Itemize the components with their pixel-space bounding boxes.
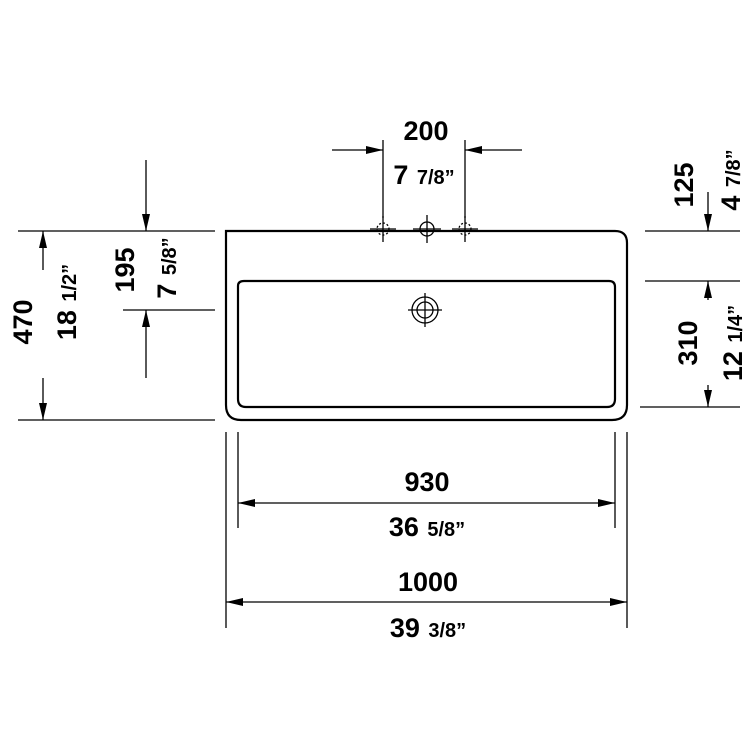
depth-mm: 470 (8, 299, 38, 344)
top-offset-in-frac: 7/8” (723, 149, 745, 187)
overall-width-in-whole: 39 (390, 613, 420, 643)
overall-width-mm: 1000 (398, 567, 458, 597)
svg-text:7 7/8”: 7 7/8” (393, 160, 454, 190)
dimension-overall-depth: 470 18 1/2” (8, 230, 215, 421)
tap-spacing-in-whole: 7 (393, 160, 408, 190)
overall-width-in-frac: 3/8” (428, 620, 466, 642)
depth-in-whole: 18 (52, 310, 82, 340)
tap-spacing-in-frac: 7/8” (417, 167, 455, 189)
dimension-drain-offset: 195 7 5/8” (110, 160, 215, 378)
svg-text:39 3/8”: 39 3/8” (390, 613, 466, 643)
top-offset-in-whole: 4 (716, 196, 746, 211)
dimension-top-offset: 125 4 7/8” (645, 149, 746, 232)
svg-text:36 5/8”: 36 5/8” (389, 512, 465, 542)
drain-icon (408, 293, 442, 327)
dimension-tap-spacing: 200 7 7/8” (332, 116, 522, 218)
drain-offset-mm: 195 (110, 247, 140, 292)
tap-holes (370, 215, 478, 243)
svg-text:7 5/8”: 7 5/8” (152, 237, 182, 298)
bowl-depth-in-frac: 1/4” (725, 305, 747, 343)
dimension-bowl-width: 930 36 5/8” (237, 432, 616, 542)
dimension-overall-width: 1000 39 3/8” (225, 432, 628, 643)
bowl-width-in-whole: 36 (389, 512, 419, 542)
top-offset-mm: 125 (669, 162, 699, 207)
bowl-inner-edge (236, 279, 617, 409)
tap-hole-center-icon (413, 215, 441, 243)
tap-hole-left-icon (370, 216, 396, 242)
bowl-depth-mm: 310 (673, 320, 703, 365)
bowl-width-mm: 930 (404, 467, 449, 497)
bowl-depth-in-whole: 12 (718, 351, 748, 381)
washbasin-outline (224, 229, 629, 422)
drain-offset-in-frac: 5/8” (159, 237, 181, 275)
tap-spacing-mm: 200 (403, 116, 448, 146)
basin-outer-edge (224, 229, 629, 422)
svg-text:4 7/8”: 4 7/8” (716, 149, 746, 210)
depth-in-frac: 1/2” (59, 264, 81, 302)
svg-text:12 1/4”: 12 1/4” (718, 305, 748, 381)
tap-hole-right-icon (452, 216, 478, 242)
dimension-bowl-depth: 310 12 1/4” (640, 280, 748, 408)
drain-offset-in-whole: 7 (152, 284, 182, 299)
bowl-width-in-frac: 5/8” (427, 519, 465, 541)
svg-text:18 1/2”: 18 1/2” (52, 264, 82, 340)
